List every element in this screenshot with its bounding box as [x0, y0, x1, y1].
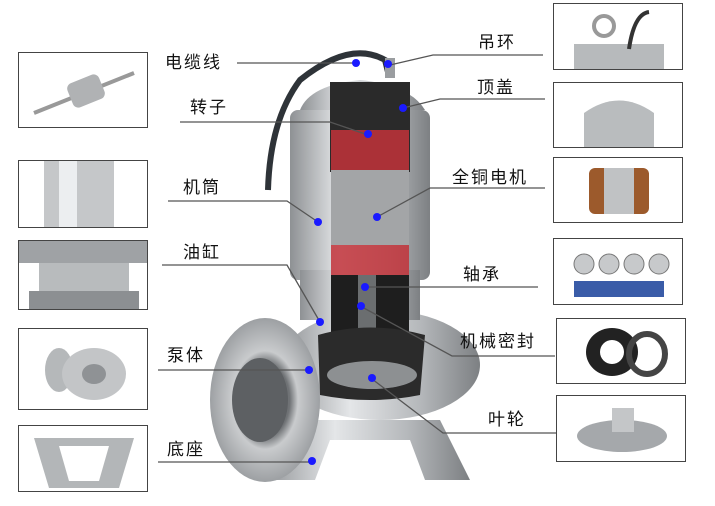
label-impeller: 叶轮 — [488, 410, 526, 430]
label-mechanical-seal: 机械密封 — [460, 332, 536, 352]
copper-motor-dot — [373, 213, 381, 221]
oil-chamber-thumbnail — [18, 240, 148, 310]
label-base: 底座 — [167, 440, 205, 460]
bearing-dot — [361, 283, 369, 291]
mechanical-seal-thumbnail — [556, 318, 686, 384]
mechanical-seal-leader-line — [361, 306, 555, 357]
pump-body-thumbnail — [18, 328, 148, 410]
label-top-cover: 顶盖 — [477, 78, 515, 98]
base-thumbnail — [18, 425, 148, 492]
motor-housing-dot — [314, 218, 322, 226]
cable-dot — [352, 59, 360, 67]
oil-chamber-leader-line — [162, 264, 321, 323]
top-cover-thumbnail — [553, 82, 683, 148]
top-cover-leader-line — [402, 98, 545, 109]
oil-chamber-dot — [316, 318, 324, 326]
motor-housing-thumbnail — [18, 160, 148, 228]
lifting-ring-dot — [384, 60, 392, 68]
lifting-ring-leader-line — [389, 54, 543, 66]
label-oil-chamber: 油缸 — [183, 243, 221, 263]
label-lifting-ring: 吊环 — [478, 33, 516, 53]
label-bearing: 轴承 — [463, 265, 501, 285]
pump-body-dot — [305, 366, 313, 374]
base-dot — [308, 457, 316, 465]
label-pump-body: 泵体 — [167, 346, 205, 366]
label-rotor: 转子 — [190, 98, 228, 118]
label-copper-motor: 全铜电机 — [452, 168, 528, 188]
rotor-dot — [364, 130, 372, 138]
mechanical-seal-dot — [357, 302, 365, 310]
impeller-dot — [368, 374, 376, 382]
bearing-thumbnail — [553, 238, 683, 305]
impeller-leader-line — [371, 378, 556, 434]
rotor-thumbnail — [18, 52, 148, 128]
copper-motor-thumbnail — [553, 157, 683, 223]
rotor-leader-line — [180, 121, 369, 136]
impeller-thumbnail — [556, 395, 686, 462]
label-motor-housing: 机筒 — [183, 178, 221, 198]
lifting-ring-thumbnail — [553, 3, 683, 70]
label-cable: 电缆线 — [165, 53, 222, 73]
top-cover-dot — [399, 104, 407, 112]
copper-motor-leader-line — [376, 187, 545, 218]
motor-housing-leader-line — [168, 200, 319, 223]
